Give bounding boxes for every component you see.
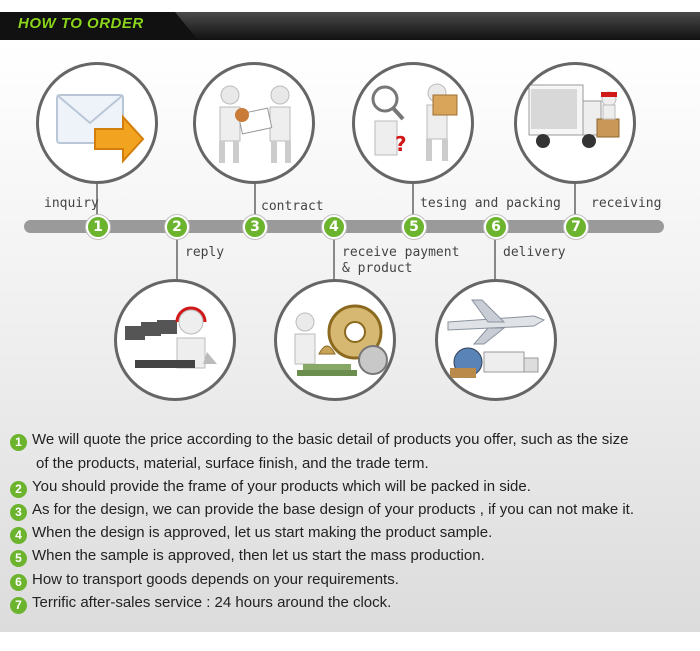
note-1-text: We will quote the price according to the… — [32, 431, 629, 448]
step-4-stem — [333, 232, 335, 284]
step-7-stem — [574, 182, 576, 222]
step-2-badge: 2 — [165, 215, 189, 239]
step-4-label: receive payment — [342, 245, 460, 260]
step-1-stem — [96, 182, 98, 222]
step-7-illustration — [514, 62, 636, 184]
step-5-badge: 5 — [402, 215, 426, 239]
note-5-badge: 5 — [10, 550, 27, 567]
step-6-illustration — [435, 279, 557, 401]
note-6-text: How to transport goods depends on your r… — [32, 571, 399, 588]
note-2-badge: 2 — [10, 481, 27, 498]
note-3: 3 As for the design, we can provide the b… — [10, 501, 634, 521]
note-1-badge: 1 — [10, 434, 27, 451]
step-7-badge: 7 — [564, 215, 588, 239]
note-2: 2 You should provide the frame of your pr… — [10, 478, 531, 498]
step-1-badge: 1 — [86, 215, 110, 239]
handshake-contract-icon — [219, 85, 291, 163]
step-5-illustration: ? — [352, 62, 474, 184]
step-3-badge: 3 — [243, 215, 267, 239]
step-4-badge: 4 — [322, 215, 346, 239]
note-6: 6 How to transport goods depends on your … — [10, 571, 399, 591]
note-7-badge: 7 — [10, 597, 27, 614]
step-6-label: delivery — [503, 245, 566, 260]
step-6-stem — [494, 232, 496, 284]
step-1-illustration — [36, 62, 158, 184]
step-2-stem — [176, 232, 178, 284]
note-2-text: You should provide the frame of your pro… — [32, 478, 531, 495]
step-2-illustration — [114, 279, 236, 401]
note-5-text: When the sample is approved, then let us… — [32, 547, 485, 564]
note-3-badge: 3 — [10, 504, 27, 521]
note-1-text-line2: of the products, material, surface finis… — [36, 455, 429, 472]
envelope-arrow-icon — [56, 94, 145, 164]
step-7-label: receiving — [591, 196, 662, 211]
svg-text:?: ? — [395, 132, 407, 156]
note-4: 4 When the design is approved, let us sta… — [10, 524, 492, 544]
payment-gears-icon — [294, 304, 388, 376]
header-tab — [0, 12, 198, 40]
step-3-stem — [254, 182, 256, 222]
step-1-label: inquiry — [44, 196, 99, 211]
inspection-packing-icon: ? — [371, 83, 458, 161]
step-2-label: reply — [185, 245, 225, 260]
step-4-illustration — [274, 279, 396, 401]
page-title: HOW TO ORDER — [18, 15, 144, 32]
bottom-strip — [0, 632, 700, 651]
step-3-label: contract — [261, 199, 324, 214]
step-5-stem — [412, 182, 414, 222]
note-3-text: As for the design, we can provide the ba… — [32, 501, 635, 518]
step-4-label-line2: & product — [342, 261, 413, 276]
step-5-label: tesing and packing — [420, 196, 561, 211]
step-3-illustration — [193, 62, 315, 184]
note-4-text: When the design is approved, let us star… — [32, 524, 493, 541]
call-center-icon — [125, 306, 217, 369]
step-6-badge: 6 — [484, 215, 508, 239]
note-7: 7 Terrific after-sales service : 24 hours… — [10, 594, 391, 614]
delivery-truck-icon — [528, 84, 620, 148]
note-7-text: Terrific after-sales service : 24 hours … — [32, 594, 392, 611]
note-1: 1 We will quote the price according to th… — [10, 431, 628, 451]
note-4-badge: 4 — [10, 527, 27, 544]
airplane-truck-icon — [447, 299, 546, 378]
note-6-badge: 6 — [10, 574, 27, 591]
note-5: 5 When the sample is approved, then let u… — [10, 547, 485, 567]
